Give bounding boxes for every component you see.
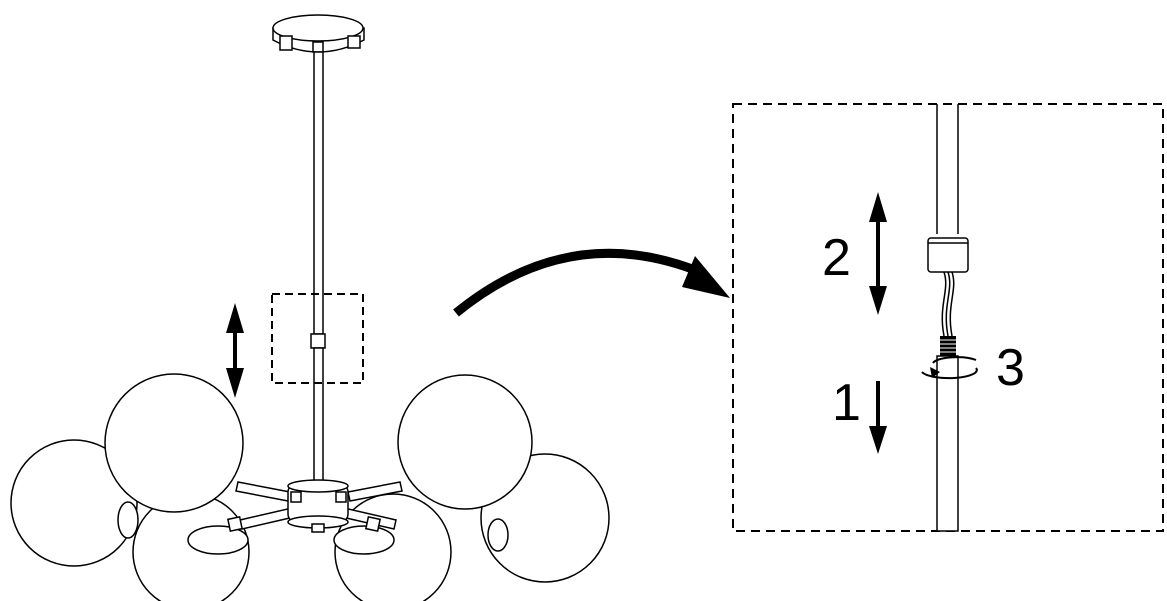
zoom-region-box <box>271 293 364 384</box>
socket-cups <box>117 501 509 555</box>
coupling-sleeve <box>927 237 969 273</box>
center-hub <box>226 479 382 533</box>
height-adjust-arrow <box>226 303 244 398</box>
lower-rod <box>936 355 959 532</box>
zoom-connector-arrow <box>453 248 730 317</box>
detail-view: 2 1 3 <box>732 103 1164 532</box>
globe-shade <box>104 373 244 513</box>
downrod <box>310 51 326 487</box>
globe-shade <box>10 439 138 567</box>
rotate-arrow <box>921 356 978 380</box>
step-label-1: 1 <box>832 374 861 432</box>
step-2-arrow <box>869 192 887 315</box>
step-label-3: 3 <box>996 339 1025 397</box>
wires <box>941 271 955 337</box>
upper-rod <box>936 104 959 234</box>
step-label-2: 2 <box>822 229 851 287</box>
ceiling-canopy <box>272 14 365 53</box>
chandelier-illustration <box>10 14 610 601</box>
step-1-arrow <box>869 381 887 454</box>
threaded-connector <box>940 336 956 356</box>
globe-shade <box>397 374 533 510</box>
